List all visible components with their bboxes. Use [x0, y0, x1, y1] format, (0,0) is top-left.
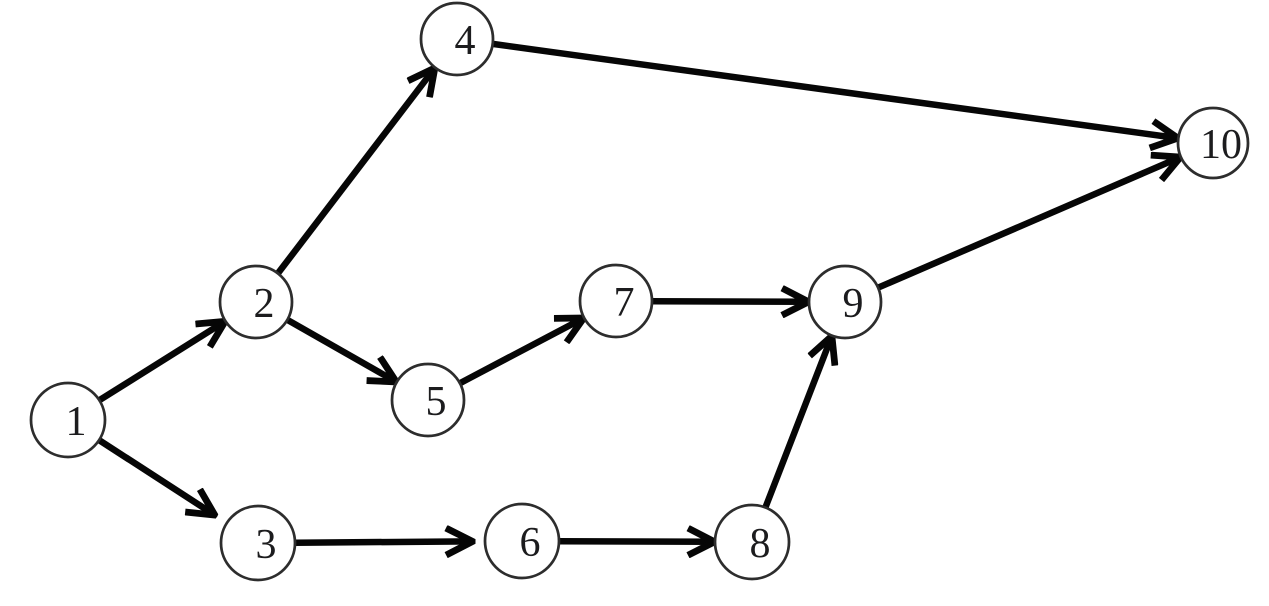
node-label: 3: [256, 522, 277, 568]
node-circle: [219, 504, 297, 582]
edge-7-9: [651, 301, 808, 302]
node-circle: [578, 263, 654, 339]
node-circle: [1176, 106, 1250, 180]
edge-2-5: [285, 316, 395, 382]
node-label: 7: [614, 280, 635, 326]
edge-9-10: [876, 158, 1180, 291]
node-label: 4: [455, 18, 476, 64]
edge-3-6: [294, 541, 472, 542]
node-circle: [483, 502, 561, 580]
edge-5-7: [458, 319, 583, 387]
node-5: 5: [390, 362, 466, 438]
node-10: 10: [1176, 106, 1250, 180]
node-label: 8: [750, 521, 771, 567]
edge-1-2: [97, 322, 224, 404]
node-label: 9: [843, 281, 864, 327]
edge-6-8: [558, 541, 714, 542]
node-circle: [419, 1, 495, 77]
node-9: 9: [807, 264, 883, 340]
node-label: 5: [426, 379, 447, 425]
node-circle: [218, 264, 294, 340]
edge-8-9: [762, 337, 831, 509]
node-label: 2: [254, 281, 275, 327]
node-circle: [713, 503, 791, 581]
node-2: 2: [218, 264, 294, 340]
node-1: 1: [29, 381, 107, 459]
edge-1-3: [97, 437, 214, 514]
node-4: 4: [419, 1, 495, 77]
edge-4-10: [492, 40, 1177, 138]
edge-2-4: [275, 69, 434, 276]
node-circle: [390, 362, 466, 438]
node-label: 1: [66, 399, 87, 445]
node-circle: [807, 264, 883, 340]
node-circle: [29, 381, 107, 459]
node-label: 10: [1200, 122, 1242, 168]
node-label: 6: [520, 520, 541, 566]
node-3: 3: [219, 504, 297, 582]
node-6: 6: [483, 502, 561, 580]
node-7: 7: [578, 263, 654, 339]
node-8: 8: [713, 503, 791, 581]
